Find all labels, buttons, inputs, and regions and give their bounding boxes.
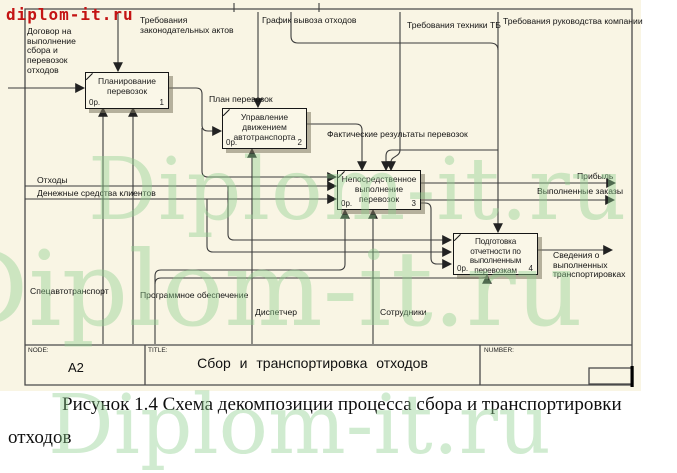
activity-title: Подготовка отчетности по выполненным пер… xyxy=(469,237,522,276)
title-field-value: Сбор и транспортировка отходов xyxy=(197,355,428,371)
frame-corner-tick xyxy=(630,366,634,387)
activity-box-4-reporting: Подготовка отчетности по выполненным пер… xyxy=(453,233,538,275)
label-transport-report-output: Сведения о выполненных транспортировках xyxy=(553,250,626,280)
idef0-arrow-lines xyxy=(8,3,634,387)
label-contract-input: Договор на выполнение сбора и перевозок … xyxy=(27,26,76,75)
node-field-label: NODE: xyxy=(28,347,49,354)
figure-caption-line2: отходов xyxy=(8,427,72,448)
figure-caption-line1: Рисунок 1.4 Схема декомпозиции процесса … xyxy=(62,394,622,415)
label-staff-mechanism: Сотрудники xyxy=(380,307,427,317)
arrow-network xyxy=(8,12,617,344)
diagram-scan-background xyxy=(0,0,641,391)
red-site-watermark: diplom-it.ru xyxy=(6,5,134,24)
label-dispatcher-mechanism: Диспетчер xyxy=(255,307,298,317)
activity-cost: 0р. xyxy=(89,98,101,107)
activity-cost: 0р. xyxy=(341,199,353,208)
figure-caption: Рисунок 1.4 Схема декомпозиции процесса … xyxy=(0,394,677,449)
activity-title: Управление движением автотранспорта xyxy=(233,112,296,143)
number-field-label: NUMBER: xyxy=(484,347,514,354)
activity-box-3-transport-execution: Непосредственное выполнение перевозок 0р… xyxy=(337,170,421,210)
node-field-value: A2 xyxy=(68,360,84,375)
label-transport-plan: План перевозок xyxy=(209,94,273,104)
label-completed-orders-output: Выполненные заказы xyxy=(537,186,623,196)
activity-cost: 0р. xyxy=(457,264,469,273)
boundary-stubs xyxy=(233,3,320,12)
activity-number: 3 xyxy=(411,199,416,208)
title-field-label: TITLE: xyxy=(148,347,168,354)
label-actual-results: Фактические результаты перевозок xyxy=(327,129,468,139)
label-waste-input: Отходы xyxy=(37,175,68,185)
activity-title: Непосредственное выполнение перевозок xyxy=(341,174,417,205)
label-legislation-control: Требования законодательных актов xyxy=(140,15,234,35)
label-software-mechanism: Программное обеспечение xyxy=(140,290,249,300)
activity-number: 4 xyxy=(528,264,533,273)
activity-number: 1 xyxy=(159,98,164,107)
activity-cost: 0р. xyxy=(226,138,238,147)
label-client-funds-input: Денежные средства клиентов xyxy=(37,188,156,198)
label-profit-output: Прибыль xyxy=(577,171,614,181)
activity-box-2-traffic-management: Управление движением автотранспорта 0р. … xyxy=(222,108,307,149)
activity-box-1-planning: Планирование перевозок 0р. 1 xyxy=(85,72,169,109)
activity-number: 2 xyxy=(297,138,302,147)
label-removal-schedule-control: График вывоза отходов xyxy=(262,15,357,25)
label-safety-requirements-control: Требования техники ТБ xyxy=(407,20,501,30)
activity-title: Планирование перевозок xyxy=(97,76,156,97)
label-management-requirements-control: Требования руководства компании xyxy=(503,16,643,26)
label-special-vehicles-mechanism: Спецавтотранспорт xyxy=(30,286,109,296)
